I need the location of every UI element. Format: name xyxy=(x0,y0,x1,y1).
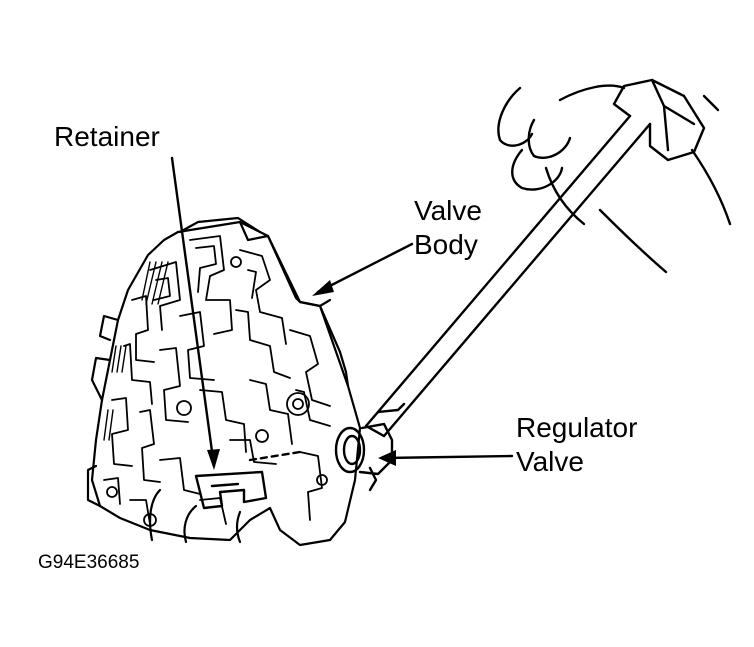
regulator-valve-label-line2: Valve xyxy=(516,446,584,477)
lower-hand xyxy=(149,488,242,544)
regulator-valve-label-line1: Regulator xyxy=(516,412,638,443)
retainer-label: Retainer xyxy=(54,121,160,152)
valve-body-label-line1: Valve xyxy=(414,195,482,226)
upper-hand xyxy=(497,84,732,274)
tool-shaft xyxy=(364,78,706,438)
valve-body-arrowhead xyxy=(312,280,334,296)
retainer-clip xyxy=(194,450,302,510)
valve-body xyxy=(86,216,362,547)
retainer-arrowhead xyxy=(207,449,220,470)
valve-body-channels xyxy=(103,235,331,525)
valve-body-shading xyxy=(103,261,169,441)
valve-body-label-line2: Body xyxy=(414,229,478,260)
callout-lines xyxy=(170,156,514,468)
regulator-valve xyxy=(334,422,394,492)
regulator-arrowhead xyxy=(378,450,396,466)
figure-code: G94E36685 xyxy=(38,552,140,573)
